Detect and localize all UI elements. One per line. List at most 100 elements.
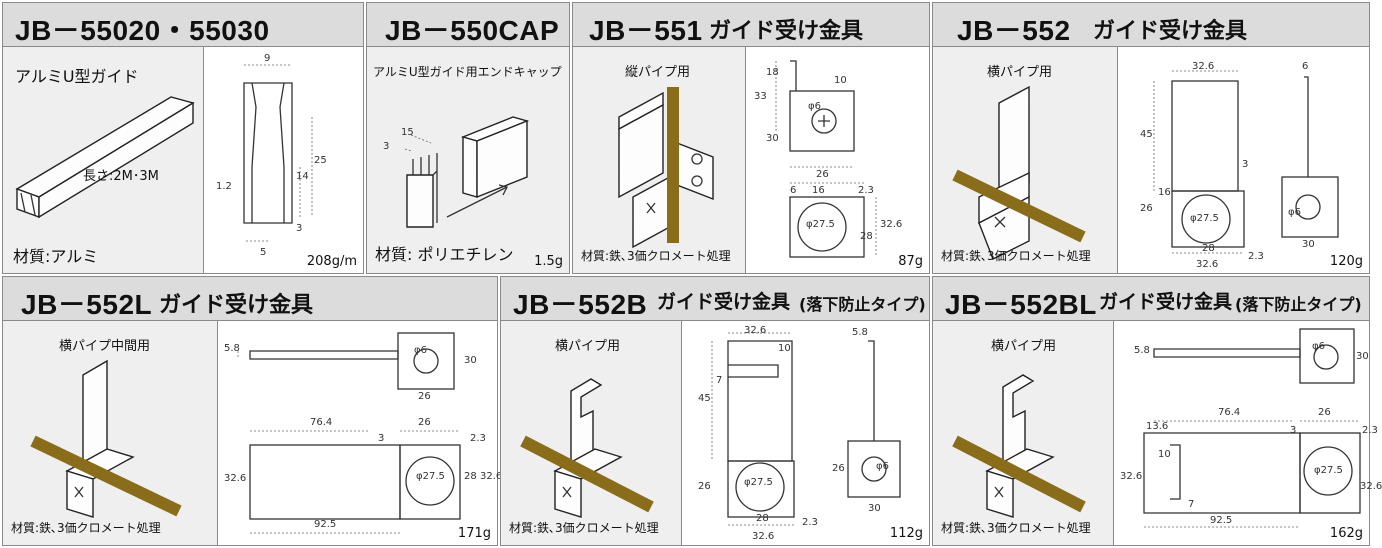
dim-label: 26 [1140, 203, 1153, 214]
weight-label: 120g [1329, 254, 1363, 269]
dim-label: 30 [766, 133, 779, 144]
end-cap-illustration [404, 116, 530, 228]
product-code: JB－551 [589, 15, 703, 46]
dim-label: 2.3 [1362, 425, 1378, 436]
drawing-panel: 5.8 φ6 30 26 76.4 26 3 2.3 32.6 φ27.5 28… [217, 321, 502, 545]
dim-label: 14 [296, 171, 309, 182]
drawing-panel: 32.6 10 5.8 7 45 26 φ27.5 φ6 26 28 2.3 3… [681, 321, 929, 545]
dim-label: 3 [1290, 425, 1297, 436]
product-photo-panel: アルミU型ガイド 長さ:2M･3M 材質:アルミ [3, 47, 203, 273]
dim-label: 30 [1356, 351, 1369, 362]
dim-label: 2.3 [802, 517, 818, 528]
dim-label: 26 [418, 391, 431, 402]
dim-label: 2.3 [470, 433, 486, 444]
dim-label: 30 [1302, 239, 1315, 250]
dim-label: 32.6 [752, 531, 775, 542]
weight-label: 162g [1329, 526, 1363, 541]
bracket-drawing [237, 332, 461, 534]
dim-label: φ6 [1288, 207, 1301, 218]
bracket-illustration [520, 378, 654, 518]
pipe-type-label: 横パイプ用 [991, 339, 1057, 354]
dim-label: 6 [790, 185, 797, 196]
dim-label: 26 [698, 481, 711, 492]
dim-label: 30 [464, 355, 477, 366]
dim-label: 25 [314, 155, 327, 166]
dim-label: 32.6 [1120, 471, 1143, 482]
drawing-panel: 9 1.2 14 25 3 5 208g/m [203, 47, 363, 273]
product-name: ガイド受け金具 [159, 293, 314, 318]
product-code: JB－55020・55030 [15, 15, 270, 46]
dim-label: 3 [1242, 159, 1249, 170]
material-label: 材質:鉄､3価クロメート処理 [581, 249, 731, 263]
dim-label: 9 [264, 53, 271, 64]
dim-label: 32.6 [1192, 61, 1215, 72]
material-label: 材質:鉄､3価クロメート処理 [11, 521, 161, 535]
card-jb-552bl: JB－552BL ガイド受け金具 (落下防止タイプ) 横パイプ用 材質:鉄､3価… [932, 276, 1382, 546]
product-photo-panel: 横パイプ用 材質:鉄､3価クロメート処理 [501, 321, 681, 545]
product-label: アルミU型ガイド [15, 67, 139, 86]
dim-label: 26 [418, 417, 431, 428]
dim-label: φ6 [414, 345, 427, 356]
dim-label: 26 [816, 169, 829, 180]
product-label: アルミU型ガイド用エンドキャップ [373, 65, 562, 79]
bracket-drawing [1143, 328, 1361, 528]
dim-label: 28 [1202, 243, 1215, 254]
material-label: 材質:鉄､3価クロメート処理 [509, 521, 659, 535]
weight-label: 171g [457, 526, 491, 541]
product-note: (落下防止タイプ) [1235, 295, 1362, 314]
bracket-drawing [1153, 70, 1339, 254]
material-label: 材質: ポリエチレン [375, 245, 514, 264]
dim-label: 7 [1188, 499, 1195, 510]
dim-label: φ27.5 [416, 471, 445, 482]
card-jb-552: JB－552 ガイド受け金具 横パイプ用 材質:鉄､3価クロメート処理 [932, 2, 1370, 274]
bracket-illustration [952, 85, 1086, 260]
bracket-drawing [775, 60, 877, 258]
pipe-type-label: 横パイプ中間用 [59, 339, 151, 354]
card-jb-552l: JB－552L ガイド受け金具 横パイプ中間用 材質:鉄､3価クロメート処理 [2, 276, 502, 546]
card-header: JB－551 ガイド受け金具 [573, 3, 929, 47]
dim-label: 26 [832, 463, 845, 474]
product-photo-panel: 横パイプ用 材質:鉄､3価クロメート処理 [933, 321, 1113, 545]
weight-label: 112g [889, 526, 923, 541]
card-header: JB－55020・55030 [3, 3, 363, 47]
product-name: ガイド受け金具 [709, 19, 864, 44]
dim-label: 5 [260, 247, 267, 258]
dim-label: 32.6 [880, 219, 903, 230]
product-name: ガイド受け金具 [1093, 19, 1248, 44]
dim-label: 76.4 [1218, 407, 1241, 418]
u-guide-illustration [15, 96, 195, 219]
length-label: 長さ:2M･3M [83, 169, 159, 184]
material-label: 材質:アルミ [13, 247, 99, 266]
card-header: JB－552L ガイド受け金具 [3, 277, 497, 321]
dim-label: φ6 [876, 461, 889, 472]
dim-label: 76.4 [310, 417, 333, 428]
dim-label: 32.6 [1196, 259, 1219, 270]
dim-label: 45 [1140, 129, 1153, 140]
dim-label: φ6 [808, 101, 821, 112]
dim-label: 3 [296, 223, 303, 234]
product-code: JB－552L [21, 289, 153, 320]
dim-label: 28 [464, 471, 477, 482]
dim-label: 5.8 [224, 343, 240, 354]
dim-label: φ27.5 [1190, 213, 1219, 224]
product-photo-panel: 横パイプ用 材質:鉄､3価クロメート処理 [933, 47, 1117, 273]
product-code: JB－552 [957, 15, 1071, 46]
dim-label: 10 [778, 343, 791, 354]
material-label: 材質:鉄､3価クロメート処理 [941, 521, 1091, 535]
dim-label: 3 [383, 141, 390, 152]
dim-label: 2.3 [1248, 251, 1264, 262]
card-jb-550cap: JB－550CAP アルミU型ガイド用エンドキャップ 15 3 材質: ポリエチ… [366, 2, 570, 274]
dim-label: 92.5 [314, 519, 337, 530]
dim-label: 28 [860, 231, 873, 242]
weight-label: 208g/m [306, 254, 357, 269]
dim-label: 6 [1302, 61, 1309, 72]
bracket-illustration [30, 359, 182, 518]
dim-label: 30 [868, 503, 881, 514]
weight-label: 1.5g [534, 254, 563, 269]
dim-label: 32.6 [1360, 481, 1382, 492]
dim-label: φ27.5 [744, 477, 773, 488]
drawing-panel: 32.6 6 45 3 26 16 φ27.5 28 2.3 32.6 φ6 3… [1117, 47, 1369, 273]
bracket-drawing [711, 332, 901, 526]
dim-label: 7 [716, 375, 723, 386]
dim-label: φ27.5 [1314, 465, 1343, 476]
